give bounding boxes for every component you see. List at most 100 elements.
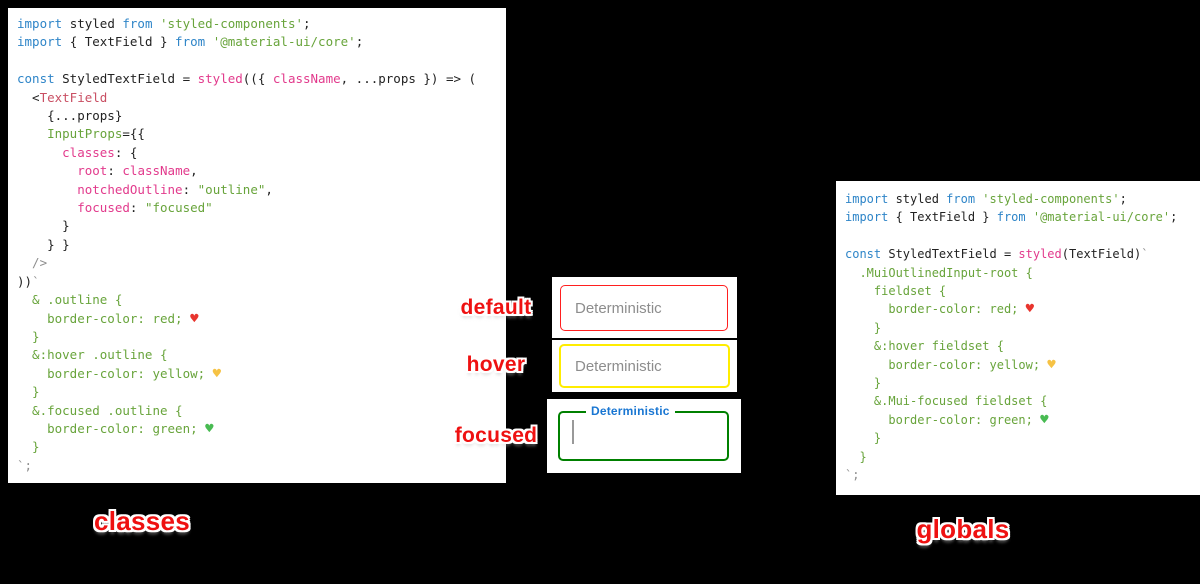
code-token [17, 163, 77, 178]
code-token: } [845, 376, 882, 391]
code-line: /> [17, 254, 506, 272]
heart-icon: ♥ [1025, 301, 1035, 318]
code-token: { TextField } [895, 210, 997, 225]
code-line: } [17, 383, 506, 401]
code-token: const [845, 247, 889, 262]
code-token: `; [17, 457, 33, 473]
code-line: InputProps={{ [17, 125, 506, 143]
textfield-default-label: Deterministic [575, 299, 662, 317]
code-line: .MuiOutlinedInput-root { [845, 264, 1200, 282]
code-token: &:hover .outline { [17, 347, 168, 363]
textfield-card-default: Deterministic [552, 277, 737, 338]
left-code-panel: import styled from 'styled-components';i… [8, 8, 506, 483]
code-line: &:hover .outline { [17, 346, 506, 364]
code-token: 'styled-components' [982, 192, 1120, 206]
code-token: "focused" [144, 200, 213, 216]
code-token: } [17, 218, 70, 234]
code-token: (TextField) [1061, 247, 1142, 262]
state-label-hover: hover [466, 353, 526, 376]
caption-classes: classes [93, 506, 191, 536]
code-token: className [272, 71, 341, 87]
code-line: fieldset { [845, 282, 1200, 300]
code-token: "outline" [197, 181, 266, 197]
code-token: border-color: yellow; [845, 357, 1048, 372]
code-line: } [845, 448, 1200, 466]
code-token: ` [32, 273, 40, 289]
code-token: '@material-ui/core' [1032, 210, 1171, 225]
code-line: } [17, 217, 506, 235]
code-token: `; [845, 468, 860, 483]
code-line: &.Mui-focused fieldset { [845, 392, 1200, 410]
state-label-focused: focused [454, 424, 538, 447]
code-token: StyledTextField = [888, 247, 1019, 262]
code-token: ; [1119, 192, 1127, 206]
right-code-panel: import styled from 'styled-components';i… [836, 181, 1200, 495]
code-token: const [17, 71, 63, 87]
code-line: } [845, 374, 1200, 392]
code-token [17, 145, 62, 160]
code-token: : [107, 163, 123, 179]
code-token: .MuiOutlinedInput-root { [845, 265, 1033, 280]
code-line: border-color: green; ♥ [845, 411, 1200, 429]
code-line: ))` [17, 273, 506, 291]
code-line: border-color: red; ♥ [17, 310, 506, 328]
code-token: classes [62, 144, 115, 160]
code-token: TextField [39, 89, 108, 105]
code-token: StyledTextField = [62, 71, 198, 87]
code-token: className [122, 163, 191, 179]
code-token: {...props} [17, 108, 123, 124]
text-cursor [572, 420, 574, 444]
code-line: import styled from 'styled-components'; [845, 190, 1200, 208]
code-token: from [996, 210, 1033, 225]
code-line: classes: { [17, 144, 506, 162]
code-token: : [182, 181, 198, 197]
code-token: , [265, 181, 273, 197]
code-token: , [190, 163, 198, 179]
code-line: } [17, 328, 506, 346]
heart-icon: ♥ [212, 365, 222, 382]
code-token: border-color: green; [17, 420, 206, 436]
code-token: ; [355, 34, 364, 50]
textfield-hover-label: Deterministic [575, 357, 662, 375]
code-token: &.focused .outline { [17, 402, 183, 418]
code-token: import [17, 34, 70, 50]
code-line: } } [17, 236, 506, 254]
code-token [17, 182, 77, 197]
code-line [17, 52, 506, 70]
code-token: : { [114, 144, 138, 160]
code-token: from [946, 192, 983, 206]
code-line: } [845, 429, 1200, 447]
code-line: notchedOutline: "outline", [17, 181, 506, 199]
code-line: {...props} [17, 107, 506, 125]
code-line: `; [17, 457, 506, 475]
textfield-default[interactable]: Deterministic [560, 285, 728, 331]
code-token: import [17, 16, 70, 31]
textfield-card-hover: Deterministic [552, 340, 737, 392]
code-line: const StyledTextField = styled(TextField… [845, 245, 1200, 263]
code-token: } [17, 328, 40, 344]
code-token: : [129, 200, 145, 216]
textfield-hover[interactable]: Deterministic [559, 344, 730, 388]
code-token: } [845, 449, 867, 464]
code-token: & .outline { [17, 292, 123, 308]
code-token: } [17, 439, 40, 455]
caption-globals: globals [916, 514, 1010, 544]
textfield-focused[interactable]: Deterministic [558, 404, 729, 461]
code-token: < [17, 89, 40, 105]
code-token: styled [197, 71, 243, 87]
code-token: border-color: red; [17, 310, 191, 326]
code-token: } [845, 431, 882, 446]
code-line: border-color: red; ♥ [845, 300, 1200, 318]
textfield-focused-floating-label: Deterministic [586, 404, 675, 419]
code-line: } [845, 319, 1200, 337]
heart-icon: ♥ [205, 420, 214, 437]
code-token: } [17, 384, 40, 400]
code-token: styled [69, 16, 123, 31]
code-token: ; [303, 16, 311, 31]
code-token: /> [17, 255, 48, 271]
code-line: const StyledTextField = styled(({ classN… [17, 70, 506, 88]
code-token: 'styled-components' [160, 16, 304, 31]
textfield-card-focused: Deterministic [547, 399, 741, 473]
code-line: border-color: yellow; ♥ [845, 356, 1200, 374]
